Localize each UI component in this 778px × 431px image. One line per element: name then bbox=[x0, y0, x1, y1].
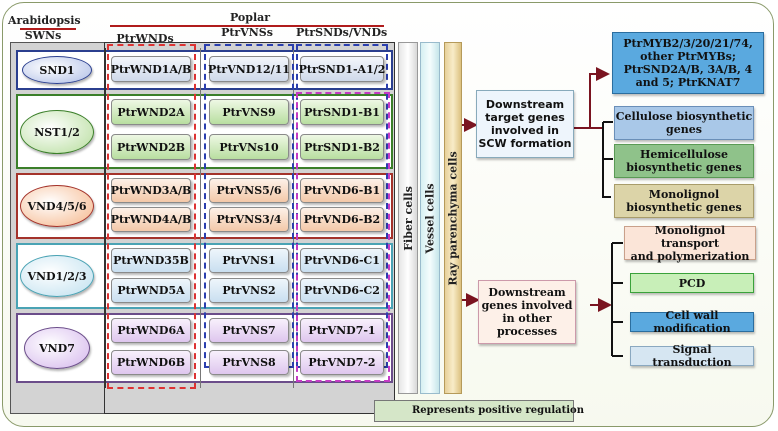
gene-ptrsnd1b1: PtrSND1-B1 bbox=[300, 99, 384, 125]
scw-line: Downstream bbox=[485, 98, 565, 111]
swn-nst12: NST1/2 bbox=[20, 110, 94, 154]
gene-ptrwnd2b: PtrWND2B bbox=[111, 134, 191, 160]
myb-target-box: PtrMYB2/3/20/21/74, other PtrMYBs; PtrSN… bbox=[612, 32, 764, 94]
poplar-underline bbox=[110, 25, 384, 27]
pcd-box: PCD bbox=[630, 273, 754, 293]
gene-ptrvnd71: PtrVND7-1 bbox=[300, 318, 384, 343]
hemicellulose-genes-box: Hemicellulose biosynthetic genes bbox=[614, 144, 754, 178]
gene-ptrvnd6b2: PtrVND6-B2 bbox=[300, 207, 384, 232]
gene-ptrwnd3ab: PtrWND3A/B bbox=[111, 178, 191, 203]
swn-vnd123: VND1/2/3 bbox=[20, 255, 94, 297]
ptrsnds-header: PtrSNDs/VNDs bbox=[296, 26, 388, 39]
gene-ptrvns34: PtrVNS3/4 bbox=[209, 207, 289, 232]
gene-ptrwnd6b: PtrWND6B bbox=[111, 350, 191, 375]
gene-ptrwnd4ab: PtrWND4A/B bbox=[111, 207, 191, 232]
downstream-other-box: Downstream genes involved in other proce… bbox=[478, 280, 576, 344]
gene-ptrvnd6b1: PtrVND6-B1 bbox=[300, 178, 384, 203]
myb-line: PtrSND2A/B, 3A/B, 4 bbox=[623, 63, 753, 76]
other-line: processes bbox=[496, 325, 558, 338]
legend-box bbox=[374, 400, 574, 422]
swn-vnd456: VND4/5/6 bbox=[20, 185, 94, 227]
transport-line: Monolignol transport bbox=[654, 223, 726, 250]
scw-line: involved in bbox=[490, 124, 560, 137]
poplar-header: Poplar bbox=[229, 11, 271, 24]
gene-ptrvnd6c1: PtrVND6-C1 bbox=[300, 248, 384, 273]
gene-ptrvnd6c2: PtrVND6-C2 bbox=[300, 278, 384, 303]
other-line: Downstream bbox=[488, 286, 566, 299]
gene-ptrvns7: PtrVNS7 bbox=[209, 318, 289, 343]
vessel-cells-bar: Vessel cells bbox=[420, 42, 440, 394]
legend-label: Represents positive regulation bbox=[412, 405, 584, 416]
signal-transduction-box: Signal transduction bbox=[630, 343, 754, 369]
arabidopsis-underline bbox=[20, 28, 76, 30]
ptrsnds-vnd-outline bbox=[296, 92, 390, 382]
downstream-scw-box: Downstream target genes involved in SCW … bbox=[476, 90, 574, 158]
arrow-to-myb-box bbox=[574, 67, 610, 129]
gene-ptrwnd1ab: PtrWND1A/B bbox=[111, 56, 191, 82]
connector-scw-genes bbox=[602, 122, 611, 198]
gene-ptrsnd1b2: PtrSND1-B2 bbox=[300, 134, 384, 160]
transport-line: and polymerization bbox=[630, 249, 750, 263]
hemicellulose-line: Hemicellulose bbox=[640, 148, 728, 161]
swn-snd1: SND1 bbox=[22, 56, 92, 84]
gene-ptrvns9: PtrVNS9 bbox=[209, 99, 289, 125]
monolignol-line: biosynthetic genes bbox=[626, 201, 742, 214]
monolignol-line: Monolignol bbox=[648, 188, 720, 201]
myb-line: other PtrMYBs; bbox=[640, 50, 736, 63]
other-line: in other bbox=[502, 312, 552, 325]
gene-ptrvns10: PtrVNs10 bbox=[209, 134, 289, 160]
arabidopsis-header: Arabidopsis bbox=[8, 14, 81, 27]
myb-line: PtrMYB2/3/20/21/74, bbox=[623, 37, 753, 50]
gene-ptrwnd2a: PtrWND2A bbox=[111, 99, 191, 125]
cellulose-line: Cellulose biosynthetic bbox=[615, 110, 753, 123]
gene-ptrwnd35b: PtrWND35B bbox=[111, 248, 191, 273]
hemicellulose-line: biosynthetic genes bbox=[626, 161, 742, 174]
column-divider bbox=[200, 48, 201, 388]
cellulose-genes-box: Cellulose biosynthetic genes bbox=[614, 106, 754, 140]
gene-ptrvnd72: PtrVND7-2 bbox=[300, 350, 384, 375]
connector-branch bbox=[590, 122, 604, 129]
other-line: genes involved bbox=[481, 299, 573, 312]
scw-line: SCW formation bbox=[478, 137, 572, 150]
ptrwnds-header: PtrWNDs bbox=[116, 32, 174, 45]
scw-line: target genes bbox=[485, 111, 565, 124]
ptrvnss-header: PtrVNSs bbox=[221, 26, 273, 39]
gene-ptrwnd6a: PtrWND6A bbox=[111, 318, 191, 343]
gene-ptrvns1: PtrVNS1 bbox=[209, 248, 289, 273]
ray-parenchyma-bar: Ray parenchyma cells bbox=[444, 42, 462, 394]
monolignol-genes-box: Monolignol biosynthetic genes bbox=[614, 184, 754, 218]
fiber-cells-bar: Fiber cells bbox=[398, 42, 418, 394]
gene-ptrsnd1a12: PtrSND1-A1/2 bbox=[299, 56, 385, 82]
ptrwnds-group-outline bbox=[107, 44, 196, 389]
gene-ptrvnd1211: PtrVND12/11 bbox=[208, 56, 290, 82]
monolignol-transport-box: Monolignol transport and polymerization bbox=[624, 223, 756, 263]
connector-other-genes bbox=[611, 242, 623, 357]
gene-ptrvns56: PtrVNS5/6 bbox=[209, 178, 289, 203]
cellulose-line: genes bbox=[666, 123, 702, 136]
gene-ptrvns2: PtrVNS2 bbox=[209, 278, 289, 303]
gene-ptrwnd5a: PtrWND5A bbox=[111, 278, 191, 303]
cell-wall-modification-box: Cell wall modification bbox=[630, 309, 754, 335]
swns-header: SWNs bbox=[24, 29, 62, 42]
myb-line: and 5; PtrKNAT7 bbox=[635, 76, 741, 89]
column-divider bbox=[104, 48, 106, 388]
swn-vnd7: VND7 bbox=[24, 327, 90, 369]
gene-ptrvns8: PtrVNS8 bbox=[209, 350, 289, 375]
